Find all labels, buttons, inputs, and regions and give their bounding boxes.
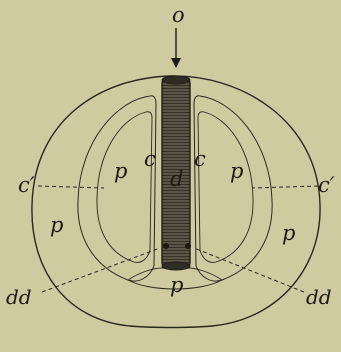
left-chamber: [77, 95, 157, 282]
lower-chamber: [127, 267, 223, 290]
label-c-left: c: [144, 147, 156, 171]
label-c-prime-left: c′: [18, 173, 35, 197]
label-d: d: [170, 167, 183, 191]
tube-opening: [161, 75, 191, 85]
arrow-o-head: [171, 58, 181, 68]
pore-right: [185, 243, 191, 249]
leader-c-prime-right: [251, 185, 319, 189]
leader-c-prime-left: [37, 185, 105, 189]
label-dd-left: dd: [6, 285, 32, 309]
leader-dd-right: [193, 247, 305, 293]
label-p-upper-right: p: [230, 159, 243, 183]
right-inner-layer: [197, 111, 254, 263]
label-p-bottom: p: [170, 273, 183, 297]
label-o: o: [172, 3, 185, 27]
label-c-right: c: [194, 147, 206, 171]
pore-left: [163, 243, 169, 249]
tube-base: [161, 261, 191, 271]
label-dd-right: dd: [306, 285, 332, 309]
left-inner-layer: [96, 111, 153, 263]
label-p-upper-left: p: [114, 159, 127, 183]
right-chamber: [193, 95, 273, 282]
label-c-prime-right: c′: [318, 173, 335, 197]
label-p-lower-right: p: [282, 221, 295, 245]
label-p-lower-left: p: [50, 213, 63, 237]
outer-body-wall: [31, 75, 321, 329]
